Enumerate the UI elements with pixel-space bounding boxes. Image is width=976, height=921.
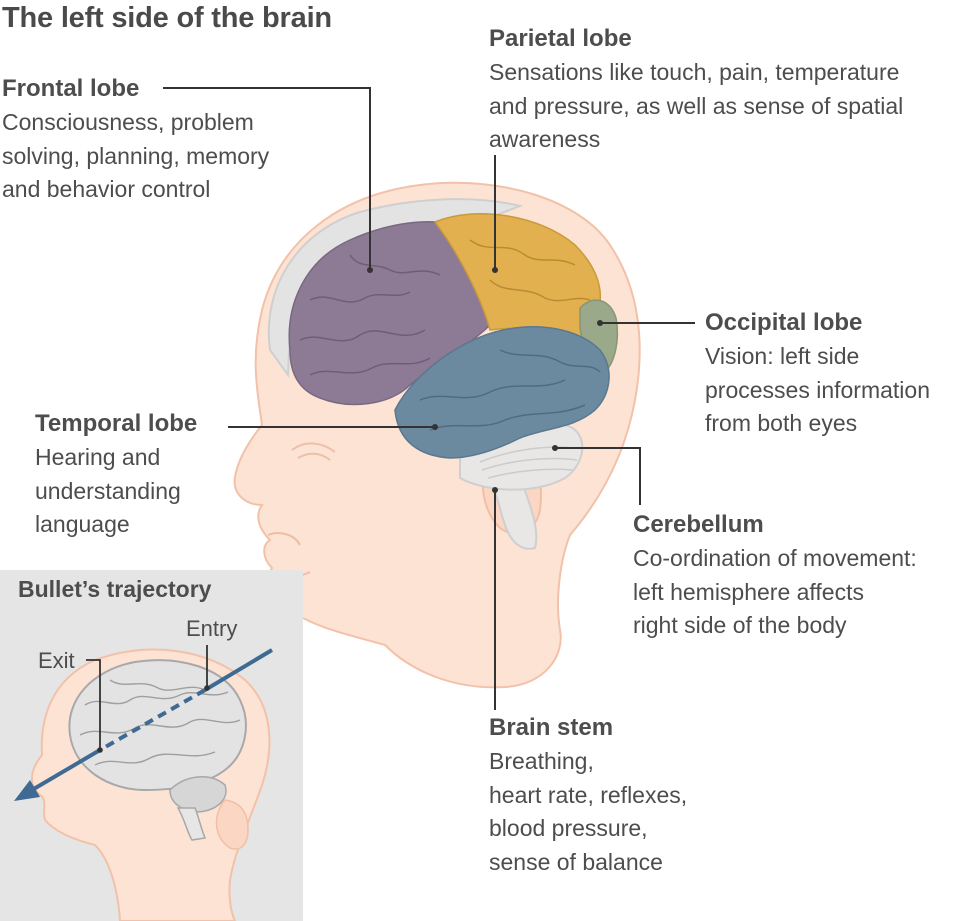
brain xyxy=(267,198,619,550)
inset-panel xyxy=(0,570,303,921)
inset-cerebellum xyxy=(169,776,227,813)
inset-brainstem xyxy=(176,807,207,841)
frontal-lobe-label: Frontal lobe Consciousness, problem solv… xyxy=(2,72,269,207)
temporal-lobe-description: Hearing and understanding language xyxy=(35,444,181,537)
trajectory-solid-lower xyxy=(30,748,102,792)
exit-label: Exit xyxy=(38,648,75,673)
temporal-lobe-name: Temporal lobe xyxy=(35,410,198,437)
leader-lines xyxy=(163,87,695,710)
frontal-lobe-description: Consciousness, problem solving, planning… xyxy=(2,109,270,202)
exit-leader xyxy=(86,659,101,750)
occipital-lobe-description: Vision: left side processes information … xyxy=(705,343,930,436)
inset-ear xyxy=(215,799,249,850)
frontal-lobe-name: Frontal lobe xyxy=(2,75,140,102)
occipital-lobe-label: Occipital lobe Vision: left side process… xyxy=(705,306,930,441)
entry-label: Entry xyxy=(186,616,238,641)
brain-outline-grey xyxy=(267,198,524,378)
cerebellum-name: Cerebellum xyxy=(633,511,764,538)
brain-stem-name: Brain stem xyxy=(489,714,614,741)
eye-brow xyxy=(291,442,336,453)
brain-stem-label: Brain stem Breathing, heart rate, reflex… xyxy=(489,711,687,879)
temporal-lobe-label: Temporal lobe Hearing and understanding … xyxy=(35,407,197,542)
diagram-title: The left side of the brain xyxy=(2,2,332,34)
parietal-lobe-name: Parietal lobe xyxy=(489,25,632,52)
trajectory-solid-upper xyxy=(203,648,274,692)
trajectory-dashed xyxy=(99,688,206,752)
inset-brain-folds xyxy=(79,679,241,766)
brain-stem-description: Breathing, heart rate, reflexes, blood p… xyxy=(489,748,688,875)
inset-title: Bullet’s trajectory xyxy=(18,576,212,602)
parietal-lobe-label: Parietal lobe Sensations like touch, pai… xyxy=(489,22,903,157)
cerebellum-leader xyxy=(555,447,641,505)
brain-folds xyxy=(299,239,601,431)
cerebellum-description: Co-ordination of movement: left hemisphe… xyxy=(633,545,917,638)
trajectory-arrowhead xyxy=(14,780,40,801)
nostril xyxy=(267,532,301,546)
eye xyxy=(297,452,331,461)
parietal-lobe-description: Sensations like touch, pain, temperature… xyxy=(489,59,904,152)
frontal-leader xyxy=(163,87,371,270)
occipital-lobe-name: Occipital lobe xyxy=(705,309,863,336)
cerebellum-label: Cerebellum Co-ordination of movement: le… xyxy=(633,508,917,643)
leader-dots xyxy=(367,267,603,493)
